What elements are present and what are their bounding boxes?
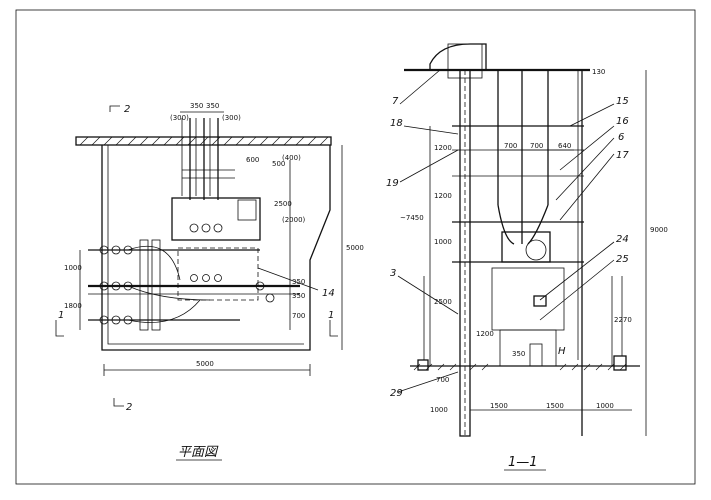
section-dim-1500b: 1500 — [546, 402, 564, 410]
section-callout-6: 6 — [618, 132, 624, 143]
plan-wall-hatch — [79, 136, 329, 146]
plan-caption: 平面図 — [178, 445, 219, 460]
section-dim-130: 130 — [592, 68, 605, 76]
section-foot-right — [613, 355, 627, 371]
section-conductors — [497, 70, 549, 245]
section-dim-640: 640 — [558, 142, 571, 150]
plan-dim-2000: (2000) — [282, 216, 306, 224]
section-callout-16: 16 — [616, 116, 629, 127]
plan-leader-14 — [257, 267, 319, 291]
section-callout-15: 15 — [616, 96, 629, 107]
plan-dim-350a: 350 — [190, 102, 203, 110]
plan-fence — [101, 145, 331, 351]
section-h-label: H — [558, 346, 566, 357]
section-dim-700b: 700 — [530, 142, 543, 150]
plan-transformer — [171, 197, 261, 241]
section-box-24 — [533, 295, 547, 307]
section-dim-7450: ~7450 — [400, 214, 424, 222]
plan-bushings — [189, 223, 223, 233]
section-dim-700a: 700 — [504, 142, 517, 150]
plan-dim-500: 500 — [272, 160, 285, 168]
section-dim-1500a: 1500 — [490, 402, 508, 410]
section-callout-18: 18 — [390, 118, 403, 129]
plan-fence-inner — [107, 145, 304, 345]
section-dim-1200a: 1200 — [434, 144, 452, 152]
plan-busbars — [88, 249, 300, 321]
plan-dim-300a: (300) — [170, 114, 189, 122]
section-callout-7: 7 — [392, 96, 399, 107]
plan-switchgear — [177, 247, 259, 301]
plan-dim-350b: 350 — [206, 102, 219, 110]
section-dim-1000b: 1000 — [596, 402, 614, 410]
section-pole — [459, 69, 471, 437]
plan-mark-2-top: 2 — [124, 104, 130, 115]
plan-dim-400: (400) — [282, 154, 301, 162]
section-callout-29: 29 — [390, 388, 403, 399]
plan-dim-1000: 1000 — [64, 264, 82, 272]
plan-dim-2500: 2500 — [274, 200, 292, 208]
plan-callout-14: 14 — [322, 288, 335, 299]
section-dim-1200c: 1200 — [476, 330, 494, 338]
section-callout-17: 17 — [616, 150, 629, 161]
plan-insulators — [99, 245, 275, 325]
section-leaders — [397, 69, 615, 393]
section-dim-350: 350 — [512, 350, 525, 358]
plan-dim-350c: 350 — [292, 278, 305, 286]
section-plinth — [499, 329, 557, 367]
section-cutout — [447, 43, 483, 79]
plan-section-2-top — [109, 105, 120, 112]
plan-dim-350d: 350 — [292, 292, 305, 300]
plan-cable-a — [127, 245, 181, 281]
plan-view: 350 350 (300) (300) 600 500 (400) 2500 (… — [55, 102, 364, 461]
plan-section-2-bottom — [113, 398, 124, 407]
plan-mark-1-left: 1 — [58, 310, 64, 321]
section-dim-2500: 2500 — [434, 298, 452, 306]
sheet-border — [15, 9, 696, 485]
section-dim-2270: 2270 — [614, 316, 632, 324]
section-dim-1000-below: 1000 — [430, 406, 448, 414]
section-transformer — [501, 231, 551, 263]
plan-dim-5000-w: 5000 — [196, 360, 214, 368]
plan-mark-1-right: 1 — [328, 310, 334, 321]
plan-cable-c — [127, 285, 211, 301]
plan-lv-outlets — [190, 274, 222, 282]
plan-dim-5000-h: 5000 — [346, 244, 364, 252]
section-pad — [529, 343, 543, 367]
section-cabinet — [491, 267, 565, 331]
section-callout-3: 3 — [390, 268, 396, 279]
plan-radiator — [237, 199, 257, 221]
section-dim-1000: 1000 — [434, 238, 452, 246]
plan-section-1-left — [55, 320, 64, 337]
section-callout-25: 25 — [616, 254, 629, 265]
section-foot-left — [417, 359, 429, 371]
section-transformer-tank — [525, 239, 547, 261]
plan-dim-700: 700 — [292, 312, 305, 320]
section-callout-24: 24 — [616, 234, 629, 245]
plan-dim-600: 600 — [246, 156, 259, 164]
plan-posts — [139, 239, 161, 331]
section-dim-9000: 9000 — [650, 226, 668, 234]
plan-mark-2-bottom: 2 — [126, 402, 132, 413]
section-caption: 1—1 — [508, 455, 538, 470]
section-view: 7 18 19 3 29 15 16 6 17 24 25 130 700 70… — [386, 43, 668, 471]
section-dim-700-grade: 700 — [436, 376, 449, 384]
plan-dim-300b: (300) — [222, 114, 241, 122]
section-callout-19: 19 — [386, 178, 399, 189]
plan-section-1-right — [329, 320, 338, 337]
section-dim-1200b: 1200 — [434, 192, 452, 200]
plan-cable-b — [127, 299, 201, 323]
section-pole-top — [429, 43, 487, 71]
section-ground-hatch — [413, 363, 627, 371]
plan-incoming-cables — [181, 118, 235, 200]
plan-dim-1800: 1800 — [64, 302, 82, 310]
